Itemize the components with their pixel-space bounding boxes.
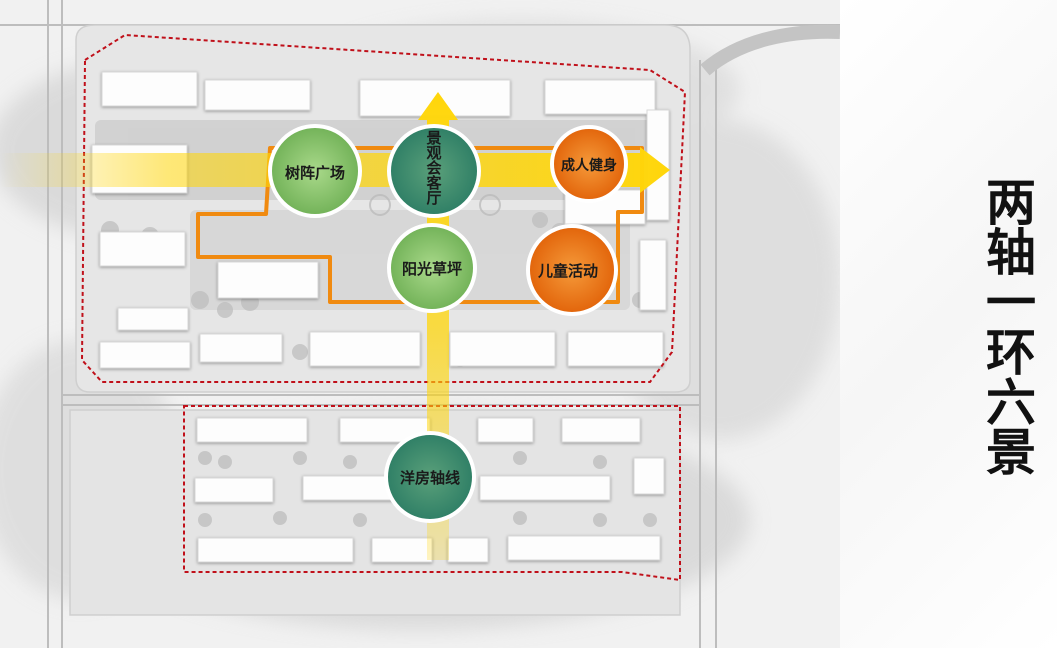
- node-label-shuzhen: 树阵广场: [285, 164, 345, 182]
- node-yangguang: 阳光草坪: [387, 223, 477, 313]
- node-label-jingguan-char: 观: [426, 144, 441, 162]
- node-shuzhen: 树阵广场: [268, 124, 362, 218]
- node-ertong: 儿童活动: [526, 224, 618, 316]
- title-panel: [840, 0, 1057, 648]
- slide-title: 两轴一环六景: [978, 176, 1036, 476]
- node-label-ertong: 儿童活动: [537, 262, 598, 280]
- node-label-yangguang: 阳光草坪: [402, 260, 462, 278]
- node-yangfang: 洋房轴线: [384, 431, 476, 523]
- node-label-jingguan: 景观会客厅: [425, 129, 442, 207]
- node-label-jingguan-char: 客: [425, 174, 442, 192]
- site-plan: 树阵广场 景观会客厅 成人健身 阳光草坪 儿童活动 洋房轴线: [0, 0, 840, 648]
- node-label-chengren: 成人健身: [561, 157, 617, 174]
- node-jingguan: 景观会客厅: [387, 124, 481, 218]
- node-label-jingguan-char: 景: [426, 129, 441, 147]
- node-label-yangfang: 洋房轴线: [400, 469, 460, 487]
- node-label-jingguan-char: 厅: [426, 189, 441, 207]
- node-label-jingguan-char: 会: [426, 159, 441, 177]
- node-chengren: 成人健身: [550, 125, 628, 203]
